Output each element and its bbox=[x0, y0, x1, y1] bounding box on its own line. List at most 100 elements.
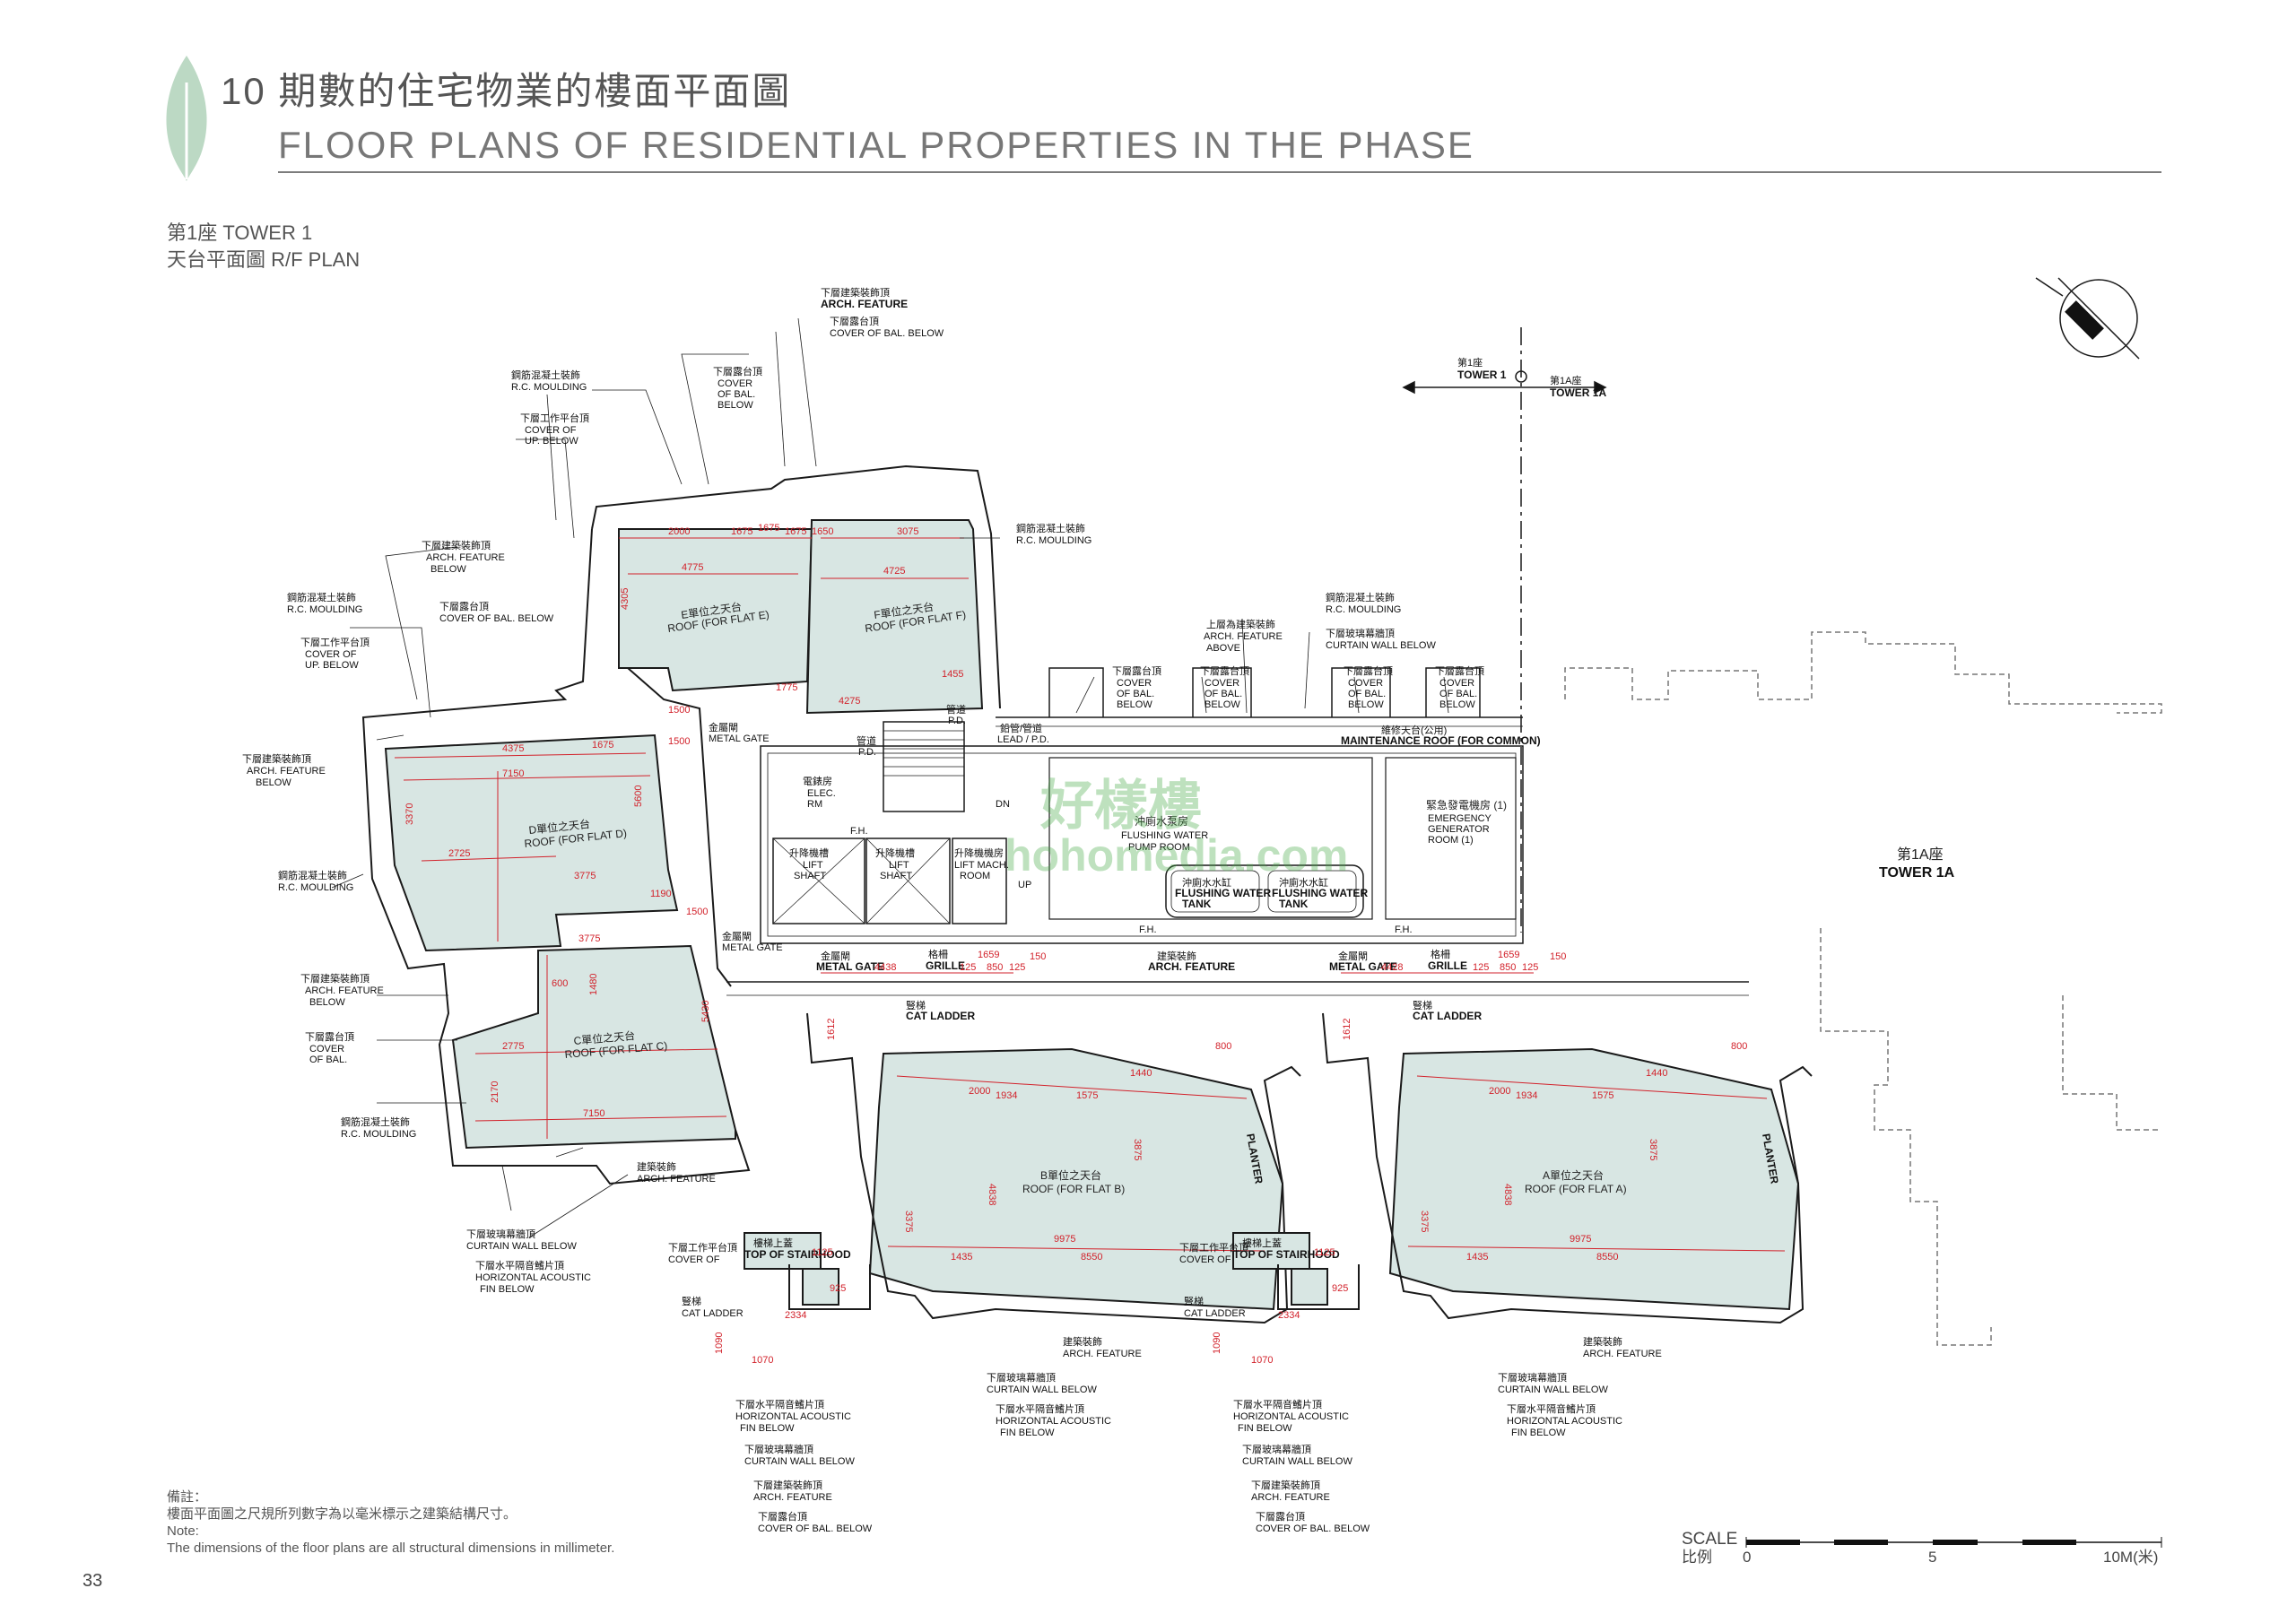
label-acoustic-en1-n: HORIZONTAL ACOUSTIC bbox=[735, 1411, 851, 1422]
dim-b-7: 800 bbox=[1215, 1041, 1231, 1052]
label-curtain-zh-e: 下層玻璃幕牆頂 bbox=[466, 1228, 535, 1240]
dim-c-1: 600 bbox=[552, 978, 568, 989]
label-top-staircase-zh-2: 樓梯上蓋 bbox=[1242, 1237, 1282, 1249]
scale-tick-5: 5 bbox=[1928, 1549, 1936, 1566]
label-cover-bal-en2-h4: OF BAL. bbox=[1439, 689, 1477, 699]
label-cat-ladder-zh-2: 豎梯 bbox=[1413, 1000, 1432, 1011]
dim-b-20: 2334 bbox=[785, 1310, 806, 1321]
label-top-staircase-en-1: TOP OF STAIRHOOD bbox=[744, 1248, 851, 1261]
dim-a-18: 1125 bbox=[1314, 1247, 1335, 1258]
dim-b-18: 1125 bbox=[812, 1247, 833, 1258]
label-curtain-en-e: CURTAIN WALL BELOW bbox=[466, 1241, 577, 1252]
lift-shaft-1-zh: 升降機槽 bbox=[789, 846, 829, 859]
dim-b-5: 4438 bbox=[874, 962, 896, 973]
label-cover-of-bal-en-n: COVER OF BAL. BELOW bbox=[758, 1523, 873, 1534]
lift-machine-en1: LIFT MACH. bbox=[954, 860, 1009, 871]
dim-e-1: 1675 bbox=[731, 526, 752, 537]
label-rc-moulding-en-c: R.C. MOULDING bbox=[278, 882, 353, 893]
dim-a-13: 4838 bbox=[1502, 1184, 1513, 1205]
notes-title-zh: 備註： bbox=[167, 1489, 208, 1505]
label-acoustic-en1-o: HORIZONTAL ACOUSTIC bbox=[1233, 1411, 1349, 1422]
room-flat-c-zh: C單位之天台 bbox=[573, 1028, 636, 1047]
label-cover-up-en1-b: COVER OF bbox=[305, 649, 357, 660]
label-rc-moulding-en-i: R.C. MOULDING bbox=[1016, 535, 1091, 546]
watermark-url: hohomedia.com bbox=[1004, 830, 1349, 881]
dim-a-3: 125 bbox=[1522, 962, 1538, 973]
dim-d-1: 1675 bbox=[592, 740, 613, 751]
dim-b-13: 4838 bbox=[987, 1184, 997, 1205]
label-lead-pd-zh: 鉛管/管道 bbox=[1000, 722, 1042, 734]
dim-d-2: 7150 bbox=[502, 768, 524, 779]
page-number: 33 bbox=[83, 1571, 103, 1591]
roof-flat-f bbox=[805, 519, 984, 715]
label-cat-ladder-zh-4: 豎梯 bbox=[1184, 1296, 1204, 1307]
notes-text-zh: 樓面平面圖之尺規所列數字為以毫米標示之建築結構尺寸。 bbox=[167, 1506, 517, 1522]
lift-shaft-2-zh: 升降機槽 bbox=[875, 846, 915, 859]
room-flat-d-zh: D單位之天台 bbox=[528, 817, 591, 837]
notes-text-en: The dimensions of the floor plans are al… bbox=[167, 1541, 615, 1556]
dim-b-15: 2000 bbox=[969, 1086, 990, 1097]
notes-block: 備註： 樓面平面圖之尺規所列數字為以毫米標示之建築結構尺寸。 Note: The… bbox=[167, 1488, 614, 1557]
label-cover-bal-en1-h2: COVER bbox=[1205, 678, 1239, 689]
label-cover-up-en2-a: UP. BELOW bbox=[525, 436, 578, 447]
label-rc-moulding-zh-c: 鋼筋混凝土裝飾 bbox=[278, 869, 347, 881]
label-cover-up-en2-b: UP. BELOW bbox=[305, 660, 359, 671]
dim-a-2: 850 bbox=[1500, 962, 1516, 973]
label-cover-of-bal-zh-n: 下層露台頂 bbox=[758, 1510, 807, 1523]
label-pd-en-2: P.D. bbox=[858, 747, 876, 758]
label-metal-gate-en-4: METAL GATE bbox=[1329, 960, 1397, 973]
pump-room-zh: 沖廁水泵房 bbox=[1135, 814, 1188, 828]
dim-a-11: 8550 bbox=[1596, 1252, 1618, 1263]
lift-machine-zh: 升降機機房 bbox=[954, 846, 1004, 859]
label-curtain-zh-l: 下層玻璃幕牆頂 bbox=[987, 1371, 1056, 1384]
plan-subtitle: 天台平面圖 R/F PLAN bbox=[167, 248, 361, 271]
label-arch-feature-zh-l: 建築裝飾 bbox=[1063, 1335, 1102, 1348]
dim-b-14: 1934 bbox=[996, 1090, 1017, 1101]
label-fh-2: F.H. bbox=[1139, 924, 1157, 935]
label-cover-bal-en2-d: OF BAL. bbox=[309, 1055, 347, 1065]
label-metal-gate-zh-2: 金屬閘 bbox=[709, 721, 738, 733]
label-arch-below-en1-b: ARCH. FEATURE bbox=[426, 552, 505, 563]
room-flat-a-zh: A單位之天台 bbox=[1543, 1168, 1604, 1182]
label-curtain-en-m: CURTAIN WALL BELOW bbox=[1498, 1384, 1608, 1395]
label-curtain-zh-o: 下層玻璃幕牆頂 bbox=[1242, 1443, 1311, 1455]
tower-subtitle: 第1座 TOWER 1 bbox=[167, 221, 313, 244]
label-curtain-en-l: CURTAIN WALL BELOW bbox=[987, 1384, 1097, 1395]
elec-room-en2: RM bbox=[807, 799, 822, 810]
label-cover-bal-en1-h1: COVER bbox=[1117, 678, 1152, 689]
label-rc-moulding-zh-d: 鋼筋混凝土裝飾 bbox=[341, 1115, 410, 1128]
label-fh-3: F.H. bbox=[1395, 924, 1413, 935]
dim-f-4: 4275 bbox=[839, 696, 860, 707]
scale-label-zh: 比例 bbox=[1682, 1549, 1712, 1566]
dim-d-5: 2725 bbox=[448, 848, 470, 859]
label-cover-up-en1-j: COVER OF bbox=[668, 1254, 720, 1265]
label-arch-below-en2-d: BELOW bbox=[309, 997, 345, 1008]
roof-flat-a bbox=[1388, 1047, 1800, 1311]
dim-d-4: 5600 bbox=[633, 785, 644, 807]
elec-room-en1: ELEC. bbox=[807, 788, 836, 799]
generator-room-en1: EMERGENCY bbox=[1428, 813, 1492, 824]
label-cover-bal-en1-h4: COVER bbox=[1439, 678, 1474, 689]
label-curtain-zh-n: 下層玻璃幕牆頂 bbox=[744, 1443, 813, 1455]
dim-a-6: 1612 bbox=[1342, 1019, 1352, 1040]
label-grille-zh-2: 格柵 bbox=[1431, 948, 1450, 960]
label-cover-bal-en3-h4: BELOW bbox=[1439, 699, 1475, 710]
label-curtain-en-o: CURTAIN WALL BELOW bbox=[1242, 1456, 1352, 1467]
label-arch-feature-zh-f: 建築裝飾 bbox=[1157, 950, 1196, 962]
label-arch-feature-below-en: ARCH. FEATURE bbox=[821, 298, 908, 310]
dim-d-7: 1500 bbox=[668, 736, 690, 747]
label-rc-moulding-zh-a: 鋼筋混凝土裝飾 bbox=[511, 369, 580, 381]
dim-f-0: 1650 bbox=[812, 526, 833, 537]
label-arch-above-en2: ABOVE bbox=[1206, 643, 1240, 654]
scale-label-en: SCALE bbox=[1682, 1530, 1737, 1549]
label-cover-bal-zh-h2: 下層露台頂 bbox=[1200, 664, 1249, 677]
label-cat-ladder-en-4: CAT LADDER bbox=[1184, 1308, 1246, 1319]
lift-shaft-1-en2: SHAFT bbox=[794, 871, 826, 881]
dim-d-8: 1500 bbox=[686, 907, 708, 917]
label-cover-up-en1-k: COVER OF bbox=[1179, 1254, 1231, 1265]
label-acoustic-zh-l: 下層水平隔音鰭片頂 bbox=[996, 1402, 1084, 1415]
label-acoustic-en2-e: FIN BELOW bbox=[480, 1284, 535, 1295]
label-metal-gate-zh-3: 金屬閘 bbox=[821, 950, 850, 962]
label-acoustic-en2-l: FIN BELOW bbox=[1000, 1428, 1055, 1438]
dim-b-10: 9975 bbox=[1054, 1234, 1075, 1245]
